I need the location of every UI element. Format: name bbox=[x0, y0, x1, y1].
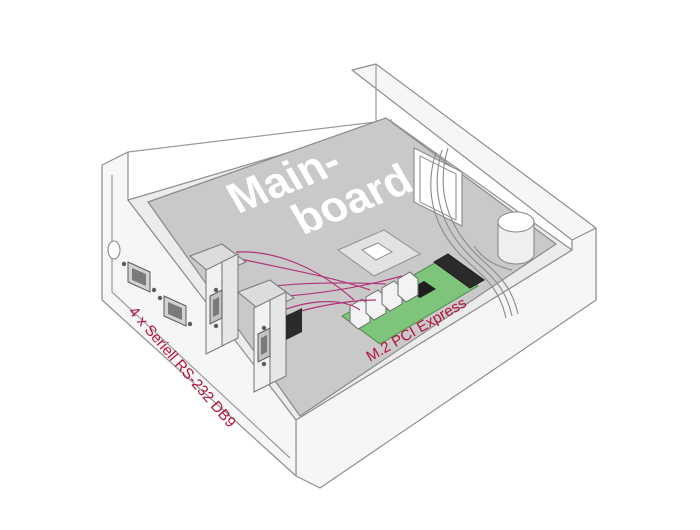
db9-connector-icon bbox=[209, 287, 223, 329]
case-top-edge-left bbox=[127, 119, 393, 153]
rear-panel-window bbox=[413, 147, 463, 227]
m2-card-edge-connector bbox=[433, 253, 485, 289]
m2-header-connectors bbox=[349, 271, 419, 330]
db9-connector-icon bbox=[257, 325, 271, 367]
case-front-inner-edge bbox=[111, 175, 291, 459]
m2-card bbox=[341, 253, 485, 345]
front-panel-ports bbox=[107, 240, 193, 327]
slot-bracket-1 bbox=[188, 243, 248, 355]
capacitor-icon bbox=[497, 211, 535, 265]
front-hole bbox=[107, 240, 121, 260]
db9-connector-icon bbox=[121, 261, 157, 293]
serial-cables bbox=[235, 251, 403, 323]
power-cables bbox=[430, 147, 519, 319]
slot-bracket-2 bbox=[236, 279, 302, 393]
bracket-header-plug bbox=[286, 308, 302, 340]
cpu-chip bbox=[360, 242, 394, 261]
case-front-bottom-edge bbox=[101, 165, 297, 477]
db9-connector-icon bbox=[157, 295, 193, 327]
